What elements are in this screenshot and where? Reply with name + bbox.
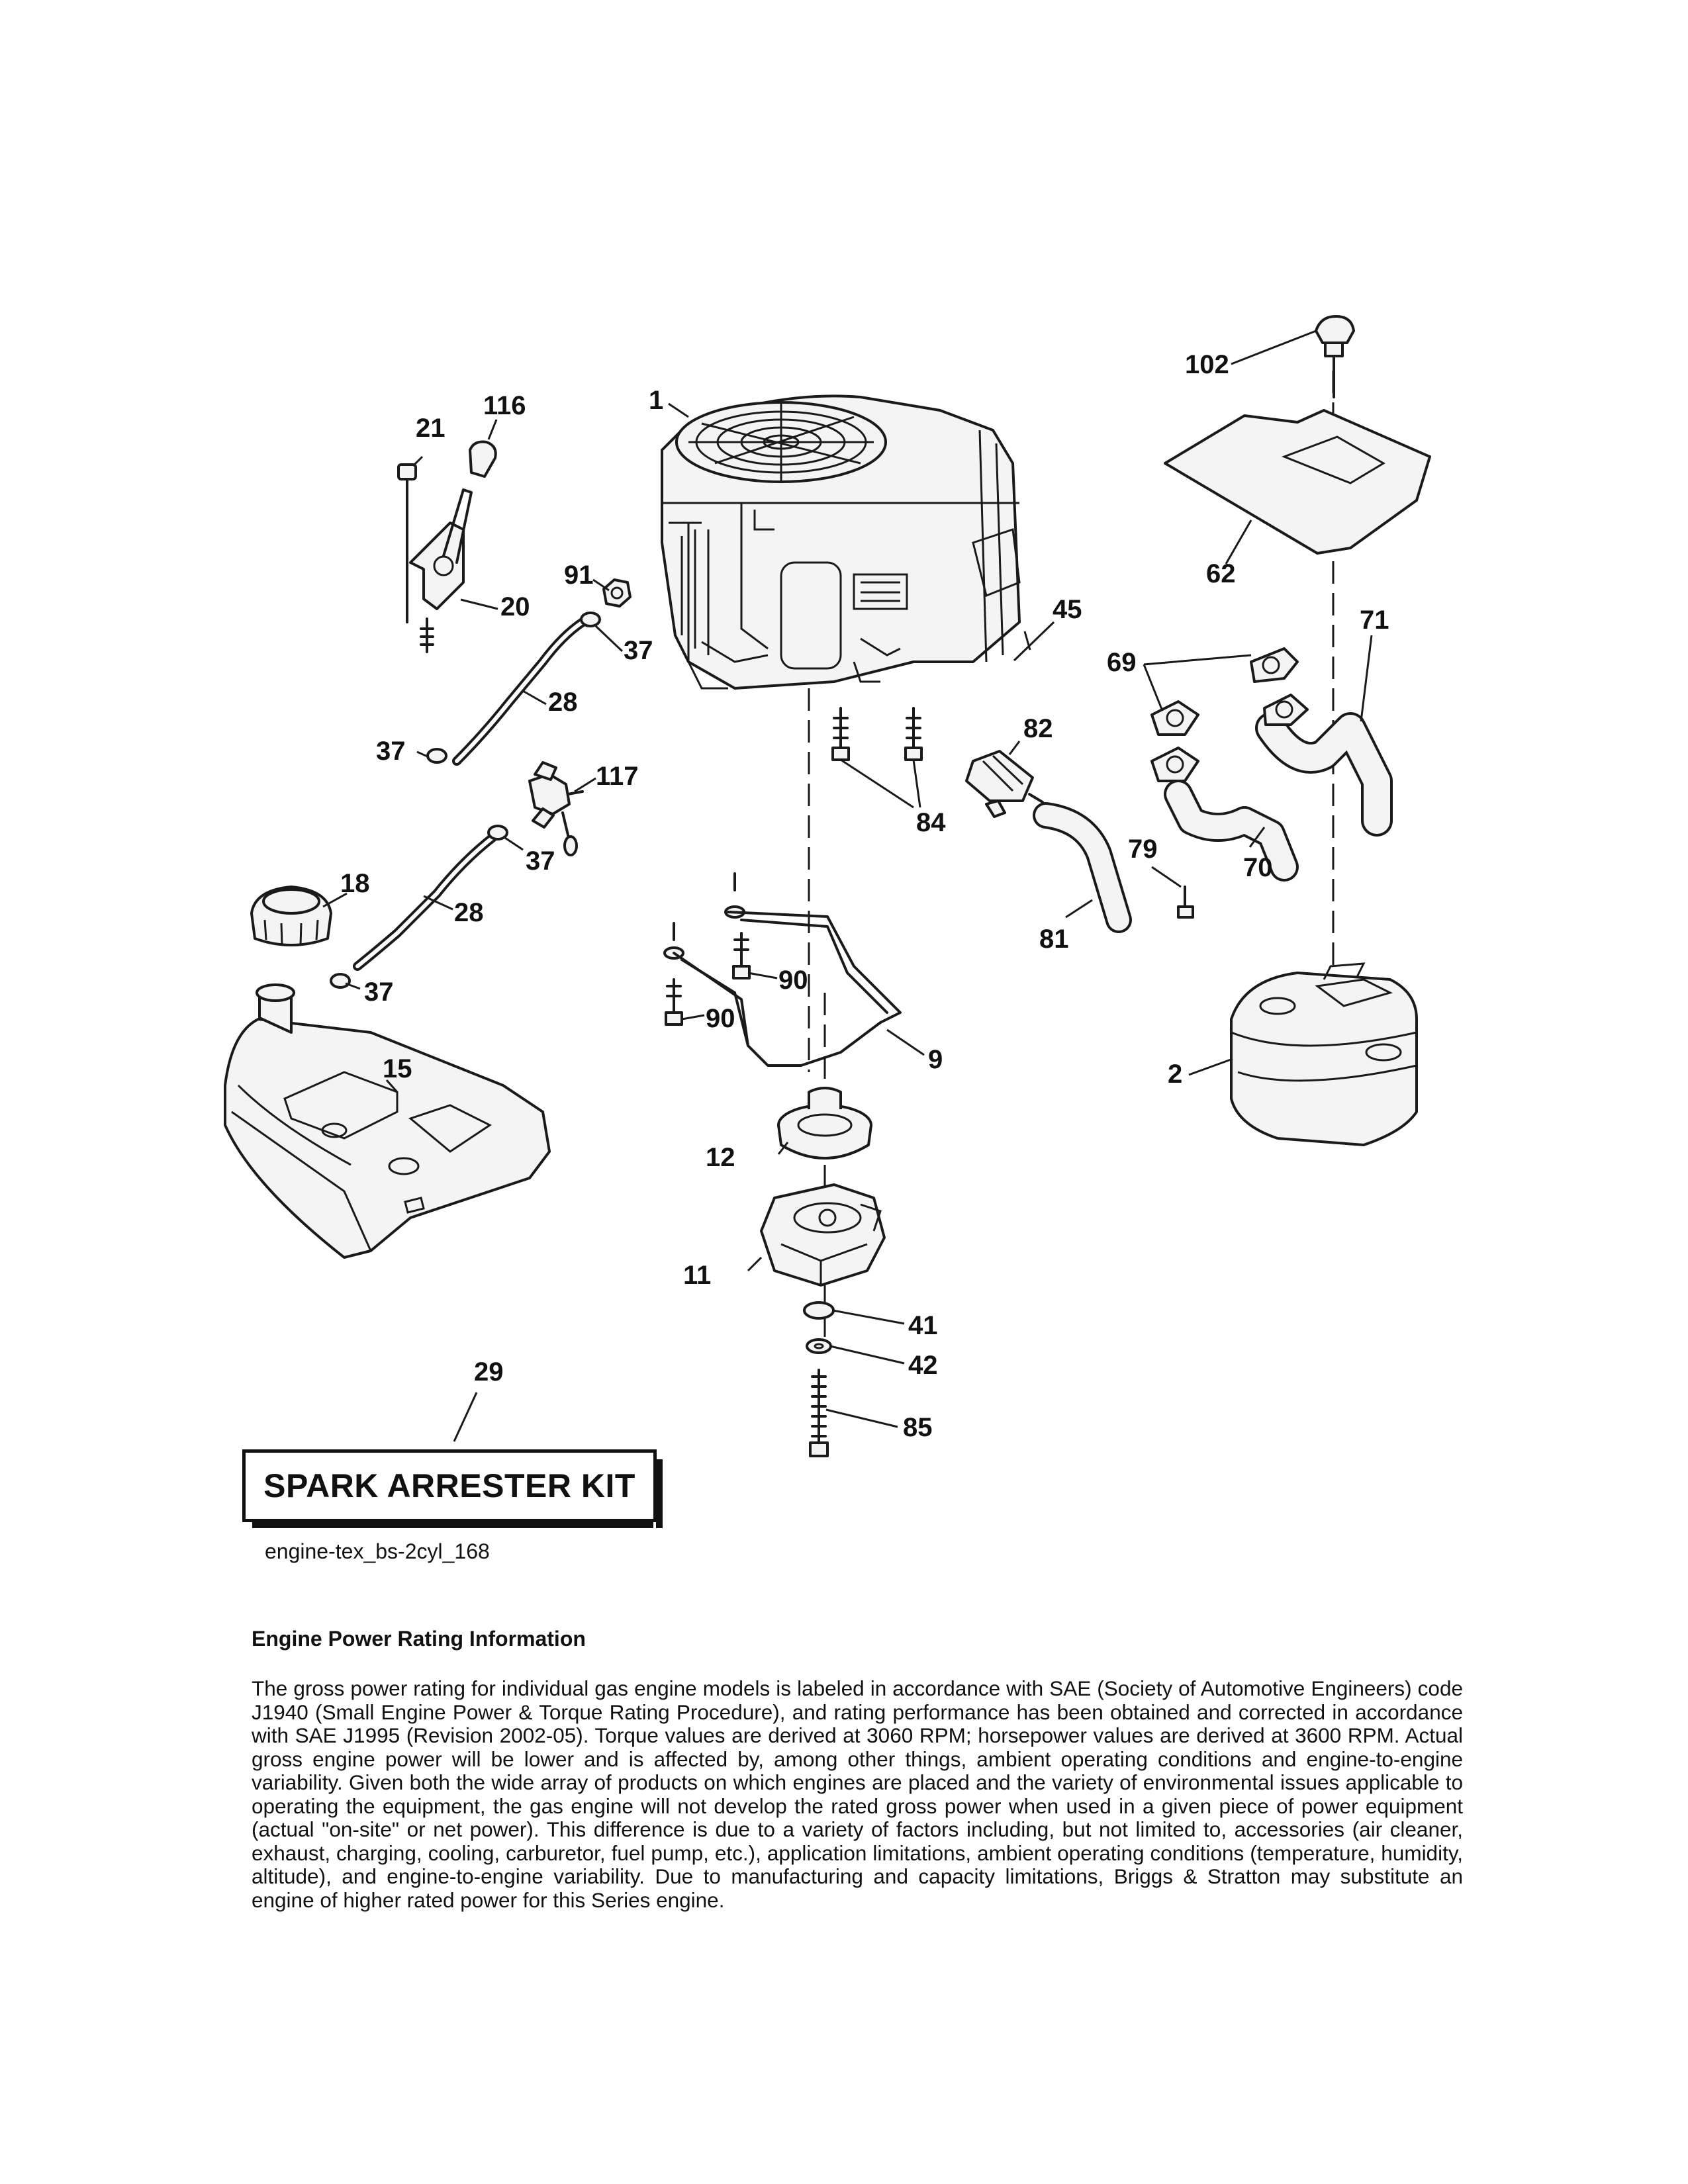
callout-leaders: [322, 330, 1373, 1428]
callout-37c: 37: [526, 846, 555, 876]
pulley: [777, 1087, 872, 1160]
spark-arrester-kit-box: SPARK ARRESTER KIT: [242, 1449, 663, 1528]
callout-29: 29: [474, 1357, 504, 1387]
spark-arrester-kit-label: SPARK ARRESTER KIT: [263, 1467, 635, 1504]
callout-90a: 90: [778, 966, 808, 995]
callout-90b: 90: [706, 1004, 735, 1033]
callout-2: 2: [1168, 1060, 1182, 1089]
throttle-bracket: [397, 440, 497, 653]
callout-84: 84: [916, 808, 946, 837]
callout-70: 70: [1243, 853, 1273, 882]
diagram-id: engine-tex_bs-2cyl_168: [265, 1539, 490, 1563]
fuel-tank: [224, 983, 551, 1259]
callout-11: 11: [683, 1261, 711, 1290]
fuel-shutoff-valve: [528, 761, 584, 856]
muffler: [1230, 962, 1418, 1146]
heat-shield: [1164, 315, 1431, 555]
callout-102: 102: [1185, 350, 1229, 379]
callout-9: 9: [928, 1045, 943, 1074]
callout-37a: 37: [624, 636, 653, 665]
callout-71: 71: [1360, 606, 1389, 635]
electric-clutch: [760, 1183, 886, 1287]
callout-37d: 37: [364, 978, 394, 1007]
pulley-bracket: [663, 872, 902, 1067]
exhaust-hose: [1033, 802, 1132, 933]
callout-20: 20: [500, 592, 530, 621]
callout-82: 82: [1023, 714, 1053, 743]
callout-62: 62: [1206, 559, 1236, 588]
kit-leader: [453, 1392, 478, 1442]
fuel-pump: [965, 750, 1044, 818]
callout-69: 69: [1107, 648, 1137, 677]
callout-41: 41: [908, 1311, 938, 1340]
callout-42: 42: [908, 1351, 938, 1380]
callout-37b: 37: [376, 737, 406, 766]
callout-28b: 28: [454, 898, 484, 927]
callout-116: 116: [483, 391, 526, 420]
engine-mount-bolts: [831, 707, 923, 761]
callout-79: 79: [1128, 835, 1158, 864]
callout-85: 85: [903, 1413, 933, 1442]
exhaust-pipes: [1150, 647, 1393, 919]
callout-1: 1: [649, 386, 663, 415]
callout-91: 91: [564, 561, 594, 590]
callout-45: 45: [1053, 595, 1082, 624]
callout-12: 12: [706, 1143, 735, 1172]
callout-117: 117: [596, 762, 639, 791]
callout-28a: 28: [548, 688, 578, 717]
clutch-hardware: [803, 1301, 835, 1457]
fuel-cap: [250, 886, 332, 946]
callout-81: 81: [1039, 925, 1069, 954]
callout-15: 15: [383, 1054, 412, 1083]
callout-labels: 1 21 116 20 91 37 28 37 117 37 18 28 37 …: [340, 350, 1389, 1442]
info-body: The gross power rating for individual ga…: [252, 1676, 1463, 1912]
callout-21: 21: [416, 414, 445, 443]
callout-18: 18: [340, 869, 370, 898]
fuel-line-lower: [330, 825, 508, 989]
info-heading: Engine Power Rating Information: [252, 1627, 586, 1651]
fuel-line-upper: [426, 578, 632, 766]
engine: [661, 394, 1021, 690]
